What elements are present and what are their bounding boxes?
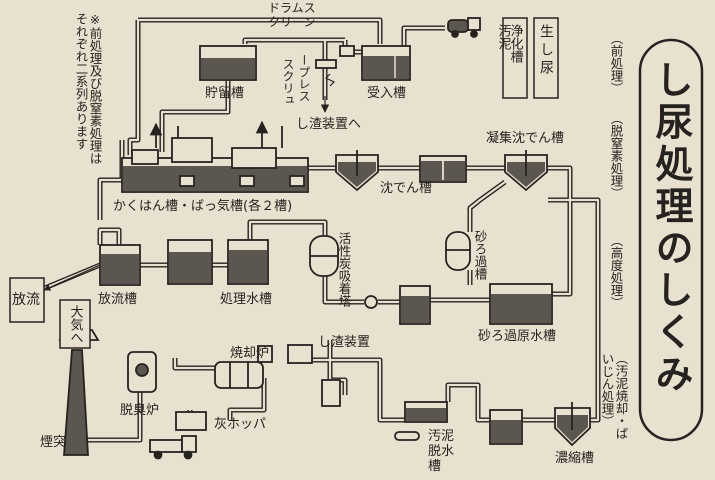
note-text: ※前処理及び脱窒素処理はそれぞれ二系列あります xyxy=(74,12,103,165)
stage-sludge: （汚泥焼却・ばいじん処理） xyxy=(600,352,629,440)
dump-truck-icon xyxy=(149,435,197,460)
legend-night-soil: 生し尿 xyxy=(538,24,554,78)
label-aeration-tank: かくはん槽・ばっ気槽(各２槽) xyxy=(113,198,292,214)
discharge-tank xyxy=(99,244,141,286)
label-ash-hopper: 灰ホッパ xyxy=(214,417,266,432)
label-discharge-tank: 放流槽 xyxy=(98,292,137,307)
label-treated-tank: 処理水槽 xyxy=(220,292,272,307)
label-coagulation: 凝集沈でん槽 xyxy=(486,130,564,146)
label-sludge-dewater-1: 汚泥脱水槽 xyxy=(428,429,454,474)
pump-icon xyxy=(364,295,378,309)
middle-tank xyxy=(167,239,213,285)
coagulation-tank xyxy=(504,150,548,192)
label-press: ープレス xyxy=(297,54,311,102)
truck-icon xyxy=(447,17,481,38)
label-discharge: 放流 xyxy=(12,292,40,308)
residue-device xyxy=(287,344,341,407)
label-residue-device: し渣装置 xyxy=(318,335,370,350)
intermediate-tank xyxy=(399,285,431,325)
label-sedimentation: 沈でん槽 xyxy=(380,181,432,196)
stage-pre: （前処理） xyxy=(609,32,624,95)
sand-filter xyxy=(445,231,471,271)
incinerator xyxy=(214,345,273,389)
label-storage-tank: 貯留槽 xyxy=(205,86,244,101)
aeration-tank xyxy=(121,120,309,193)
label-drum-screen: ドラムスクリーン xyxy=(268,1,316,29)
legend-box-night-soil xyxy=(533,17,559,99)
label-deodorizer: 脱臭炉 xyxy=(120,403,159,418)
label-receiving-tank: 受入槽 xyxy=(367,86,406,101)
drum-screen-icon xyxy=(315,45,355,87)
deodorizer xyxy=(127,351,157,393)
thickener-tank xyxy=(554,402,591,447)
activated-carbon-tower xyxy=(309,235,339,277)
page-title: し尿処理のしくみ xyxy=(649,60,693,396)
legend-septic: 浄化槽汚泥 xyxy=(496,24,524,64)
label-sand-raw-tank: 砂ろ過原水槽 xyxy=(478,329,556,344)
title-frame xyxy=(638,38,704,442)
sludge-dewater-unit xyxy=(394,401,448,441)
mid-tanks xyxy=(419,155,467,183)
sand-raw-tank xyxy=(489,283,553,325)
label-thickener: 濃縮槽 xyxy=(555,450,594,466)
ash-hopper xyxy=(175,411,207,431)
treated-water-tank xyxy=(227,239,269,285)
legend-box-septic xyxy=(502,17,528,99)
label-screw: スクリュ xyxy=(281,58,295,106)
label-incinerator: 焼却炉 xyxy=(230,346,269,361)
stage-advanced: （高度処理） xyxy=(609,234,624,309)
sludge-small-tank xyxy=(489,409,523,445)
text-layer: し尿処理のしくみ （前処理） （脱窒素処理） （高度処理） （汚泥焼却・ばいじん… xyxy=(12,1,693,474)
label-chimney: 煙突 xyxy=(40,434,66,450)
label-to-residue: し渣装置へ xyxy=(296,117,361,132)
discharge-box xyxy=(9,277,45,323)
storage-tank xyxy=(199,45,257,81)
atmosphere-box xyxy=(59,299,91,349)
equipment xyxy=(43,17,591,460)
stage-denitrification: （脱窒素処理） xyxy=(609,112,624,200)
sedimentation-tank xyxy=(335,150,379,192)
label-sand-filter: 砂ろ過槽 xyxy=(473,230,488,281)
receiving-tank xyxy=(361,45,411,81)
label-atmosphere: 大気へ xyxy=(68,305,84,344)
label-activated-carbon: 活性炭吸着塔 xyxy=(337,232,352,308)
